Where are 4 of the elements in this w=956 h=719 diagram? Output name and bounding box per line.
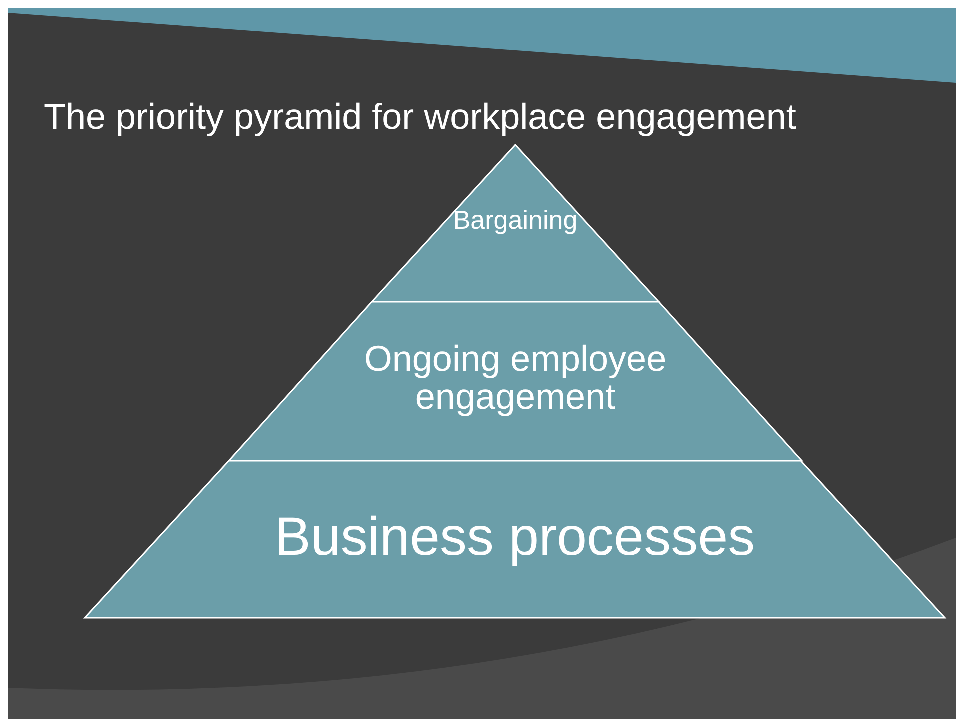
tier-label: Business processes	[274, 509, 756, 566]
slide-title: The priority pyramid for workplace engagement	[44, 96, 796, 138]
tier-label: Bargaining	[452, 207, 579, 234]
tier-label: Ongoing employee engagement	[363, 340, 668, 416]
